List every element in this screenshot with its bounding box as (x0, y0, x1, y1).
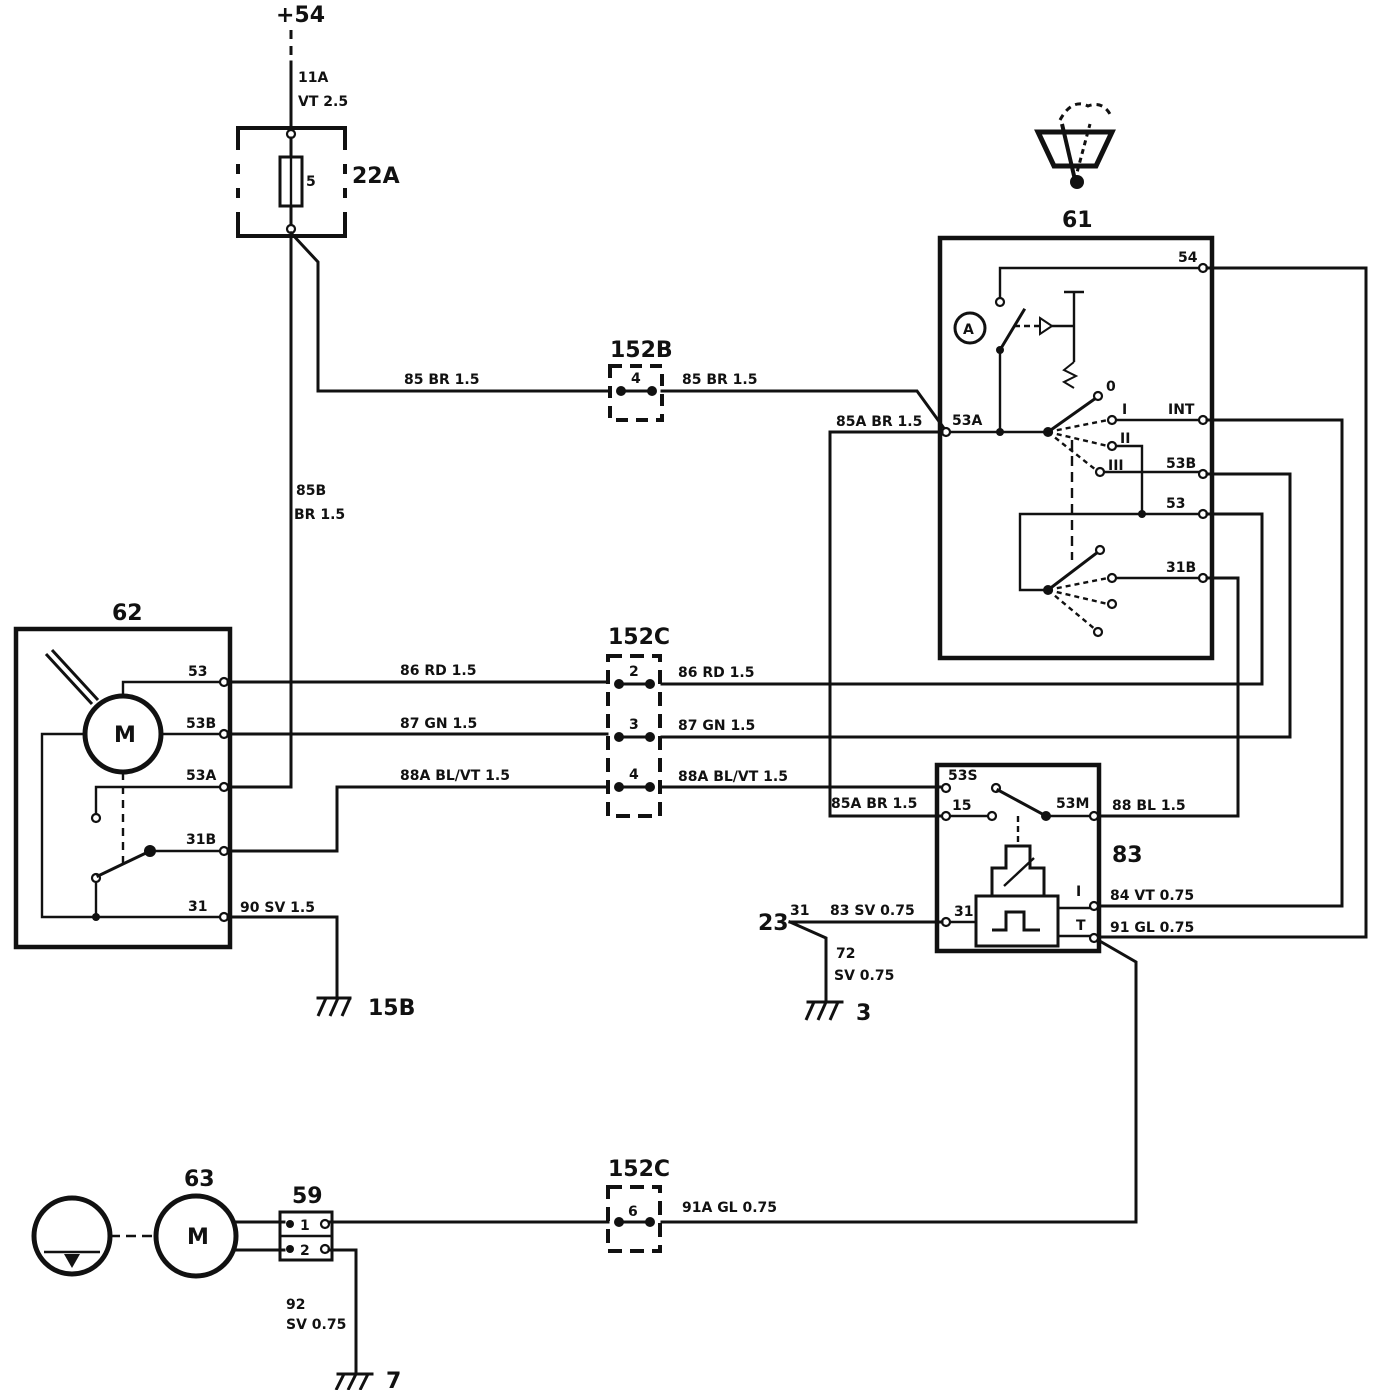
wire-11a-spec: VT 2.5 (298, 94, 348, 110)
ground-point-23: 23 31 83 SV 0.75 72 SV 0.75 3 (758, 903, 944, 1026)
ground-15b: 15B (316, 996, 415, 1021)
wire-11a-number: 11A (298, 70, 328, 86)
switch-61-term-53: 53 (1166, 496, 1185, 512)
wire-85-right-label: 85 BR 1.5 (682, 372, 757, 388)
wire-72-spec: SV 0.75 (834, 968, 894, 984)
ground-23-label: 23 (758, 911, 789, 936)
supply-label: +54 (276, 3, 325, 28)
ground-7-label: 7 (386, 1369, 401, 1390)
ground-7: 92 SV 0.75 7 (286, 1297, 401, 1390)
connector-152c-pin-2: 2 (629, 664, 639, 680)
motor-62-term-53: 53 (188, 664, 207, 680)
switch-61-pos-3: III (1108, 458, 1124, 474)
relay-83-term-31: 31 (954, 904, 973, 920)
connector-152c-pin-3: 3 (629, 717, 639, 733)
interval-relay-83: 83 53S 15 53M 31 I T (934, 762, 1143, 954)
wire-88a-left-label: 88A BL/VT 1.5 (400, 768, 510, 784)
wire-85a-top-label: 85A BR 1.5 (836, 414, 922, 430)
ground-3-label: 3 (856, 1001, 871, 1026)
switch-61-pos-2: II (1120, 431, 1130, 447)
switch-61-term-54: 54 (1178, 250, 1198, 266)
switch-61-term-int: INT (1168, 402, 1195, 418)
wiper-switch-61: 61 54 A 53A 0 I II III (937, 102, 1215, 661)
relay-83-term-53s: 53S (948, 768, 978, 784)
switch-61-external-wires: 85A BR 1.5 85A BR 1.5 (660, 266, 1368, 939)
motor-62-term-53a: 53A (186, 768, 216, 784)
connector-152c-top: 152C 2 3 4 (606, 625, 670, 818)
wire-85b-number: 85B (296, 483, 326, 499)
relay-83-term-i: I (1076, 884, 1081, 900)
connector-152b: 152B 4 (608, 338, 673, 422)
motor-62-term-31b: 31B (186, 832, 216, 848)
motor-62-wires: 86 RD 1.5 86 RD 1.5 87 GN 1.5 87 GN 1.5 … (226, 663, 942, 1000)
wire-92-number: 92 (286, 1297, 305, 1313)
supply-feed: +54 11A VT 2.5 (276, 3, 348, 130)
connector-152b-id: 152B (610, 338, 673, 363)
motor-62-term-53b: 53B (186, 716, 216, 732)
wire-91-label: 91 GL 0.75 (1110, 920, 1194, 936)
fuse-box-id: 22A (352, 164, 400, 189)
wire-86-left-label: 86 RD 1.5 (400, 663, 476, 679)
switch-61-term-31b: 31B (1166, 560, 1196, 576)
motor-62-symbol: M (114, 723, 136, 748)
connector-152b-pin: 4 (631, 371, 641, 387)
wire-91a-label: 91A GL 0.75 (682, 1200, 777, 1216)
washer-pump-63: 63 M (31, 1167, 286, 1279)
wire-86-right-label: 86 RD 1.5 (678, 665, 754, 681)
connector-152c-pin-4: 4 (629, 767, 639, 783)
wire-85: 85 BR 1.5 85 BR 1.5 (288, 230, 949, 434)
wire-85-left-label: 85 BR 1.5 (404, 372, 479, 388)
connector-59: 59 1 2 (278, 1184, 610, 1374)
wire-85a-bottom-label: 85A BR 1.5 (831, 796, 917, 812)
switch-61-pos-1: I (1122, 402, 1127, 418)
washer-63-id: 63 (184, 1167, 215, 1192)
windscreen-wiper-icon (1034, 102, 1116, 189)
connector-152c-top-id: 152C (608, 625, 670, 650)
switch-61-marker: A (963, 322, 974, 338)
connector-152c-bottom-id: 152C (608, 1157, 670, 1182)
wire-85b: 85B BR 1.5 (226, 231, 345, 789)
wire-85b-spec: BR 1.5 (294, 507, 345, 523)
switch-61-term-53b: 53B (1166, 456, 1196, 472)
switch-61-marker-circle (953, 311, 987, 345)
wire-92-spec: SV 0.75 (286, 1317, 346, 1333)
connector-59-id: 59 (292, 1184, 323, 1209)
wiper-motor-62: 62 M 53 53B 53A 31B 31 (13, 601, 233, 950)
connector-59-pin-2: 2 (300, 1243, 310, 1259)
washer-63-symbol-circle (153, 1193, 239, 1279)
wire-90-label: 90 SV 1.5 (240, 900, 315, 916)
relay-83-term-53m: 53M (1056, 796, 1089, 812)
relay-83-id: 83 (1112, 843, 1143, 868)
connector-152c-bottom: 152C 6 (606, 1157, 670, 1253)
fuse-box-22a: 5 22A (235, 126, 400, 238)
switch-61-term-53a: 53A (952, 413, 982, 429)
switch-61-id: 61 (1062, 208, 1093, 233)
switch-61-pos-0: 0 (1106, 379, 1116, 395)
wire-83-label: 83 SV 0.75 (830, 903, 915, 919)
fuse-number: 5 (306, 174, 316, 190)
washer-63-symbol: M (187, 1225, 209, 1250)
ground-23-term: 31 (790, 903, 809, 919)
wire-72-number: 72 (836, 946, 855, 962)
wire-87-left-label: 87 GN 1.5 (400, 716, 477, 732)
motor-62-id: 62 (112, 601, 143, 626)
motor-62-term-31: 31 (188, 899, 207, 915)
relay-83-term-15: 15 (952, 798, 971, 814)
connector-152c-pin-6: 6 (628, 1204, 638, 1220)
wire-88a-right-label: 88A BL/VT 1.5 (678, 769, 788, 785)
relay-83-term-t: T (1076, 918, 1086, 934)
wire-84-label: 84 VT 0.75 (1110, 888, 1194, 904)
connector-59-pin-1: 1 (300, 1218, 310, 1234)
ground-15b-label: 15B (368, 996, 415, 1021)
wire-87-right-label: 87 GN 1.5 (678, 718, 755, 734)
wire-91a: 91A GL 0.75 (660, 937, 1138, 1224)
wire-88-label: 88 BL 1.5 (1112, 798, 1186, 814)
